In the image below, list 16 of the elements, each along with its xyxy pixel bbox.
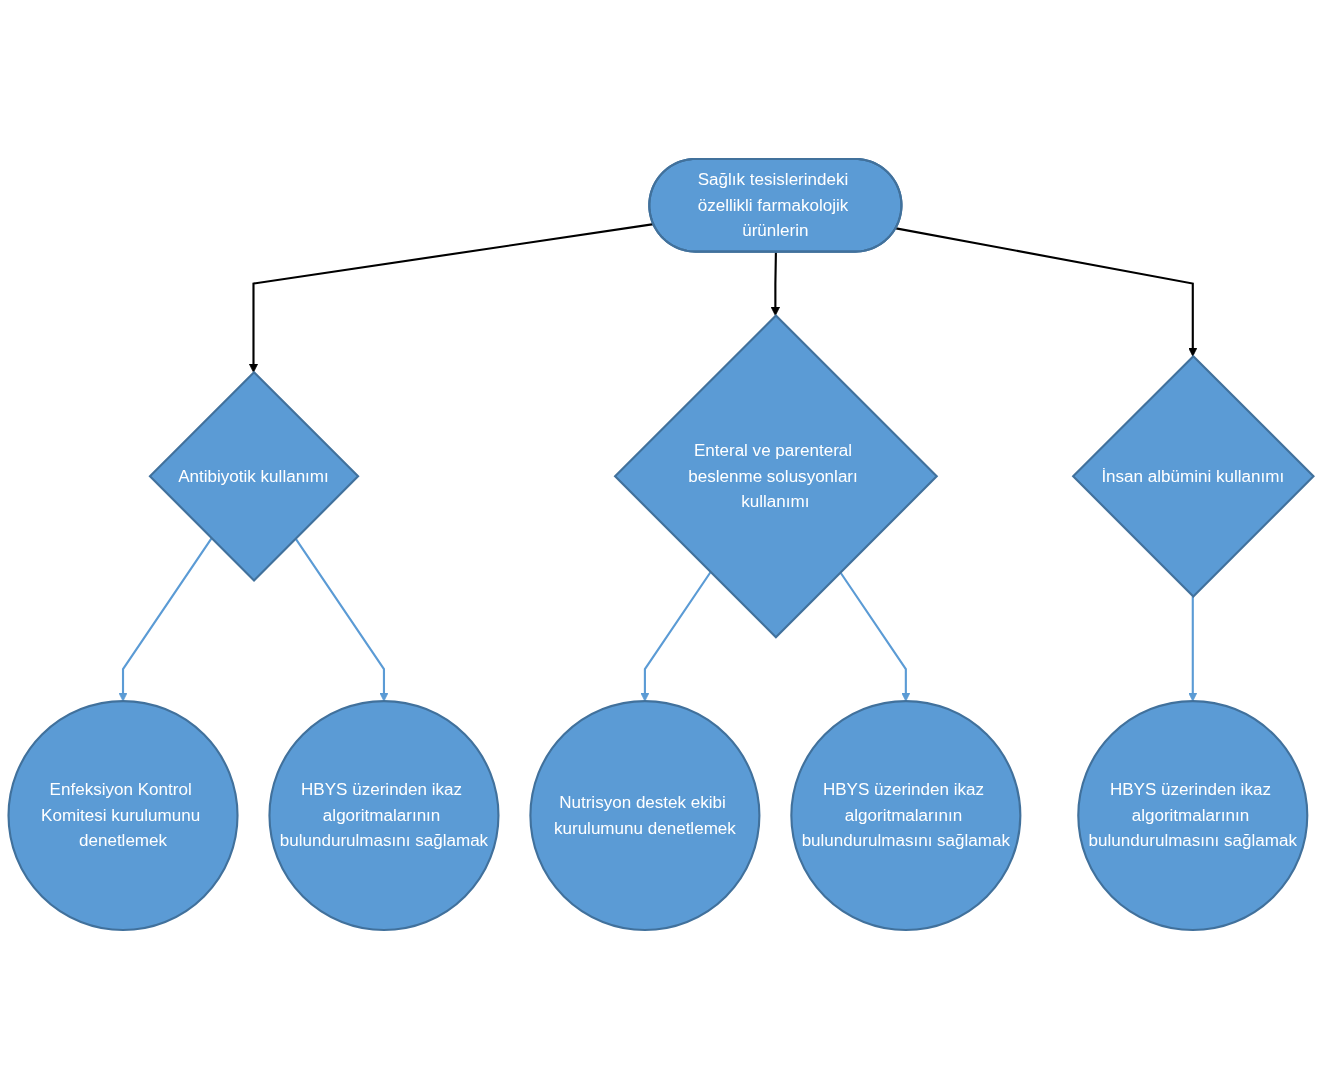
arrow [895,227,1198,357]
node-circle: Enfeksiyon Kontrol Komitesi kurulumunu denetlemek [7,700,239,932]
node-circle: HBYS üzerinden ikaz algoritmalarının bulundurulmasını sağlamak [268,700,500,932]
node-circle: HBYS üzerinden ikaz algoritmalarının bulundurulmasını sağlamak [790,700,1022,932]
arrow [248,223,654,373]
arrow [640,571,712,702]
arrow [839,571,911,702]
node-diamond: İnsan albümini kullanımı [1071,354,1315,598]
node-circle: Nutrisyon destek ekibi kurulumunu denetlemek [529,700,761,932]
arrow [294,537,389,702]
arrow [1188,596,1198,702]
arrow [118,537,213,702]
node-circle: HBYS üzerinden ikaz algoritmalarının bulundurulmasını sağlamak [1077,700,1309,932]
node-diamond: Antibiyotik kullanımı [148,370,360,582]
node-diamond: Enteral ve parenteral beslenme solusyonları kullanımı [613,314,939,639]
arrow [770,252,781,316]
